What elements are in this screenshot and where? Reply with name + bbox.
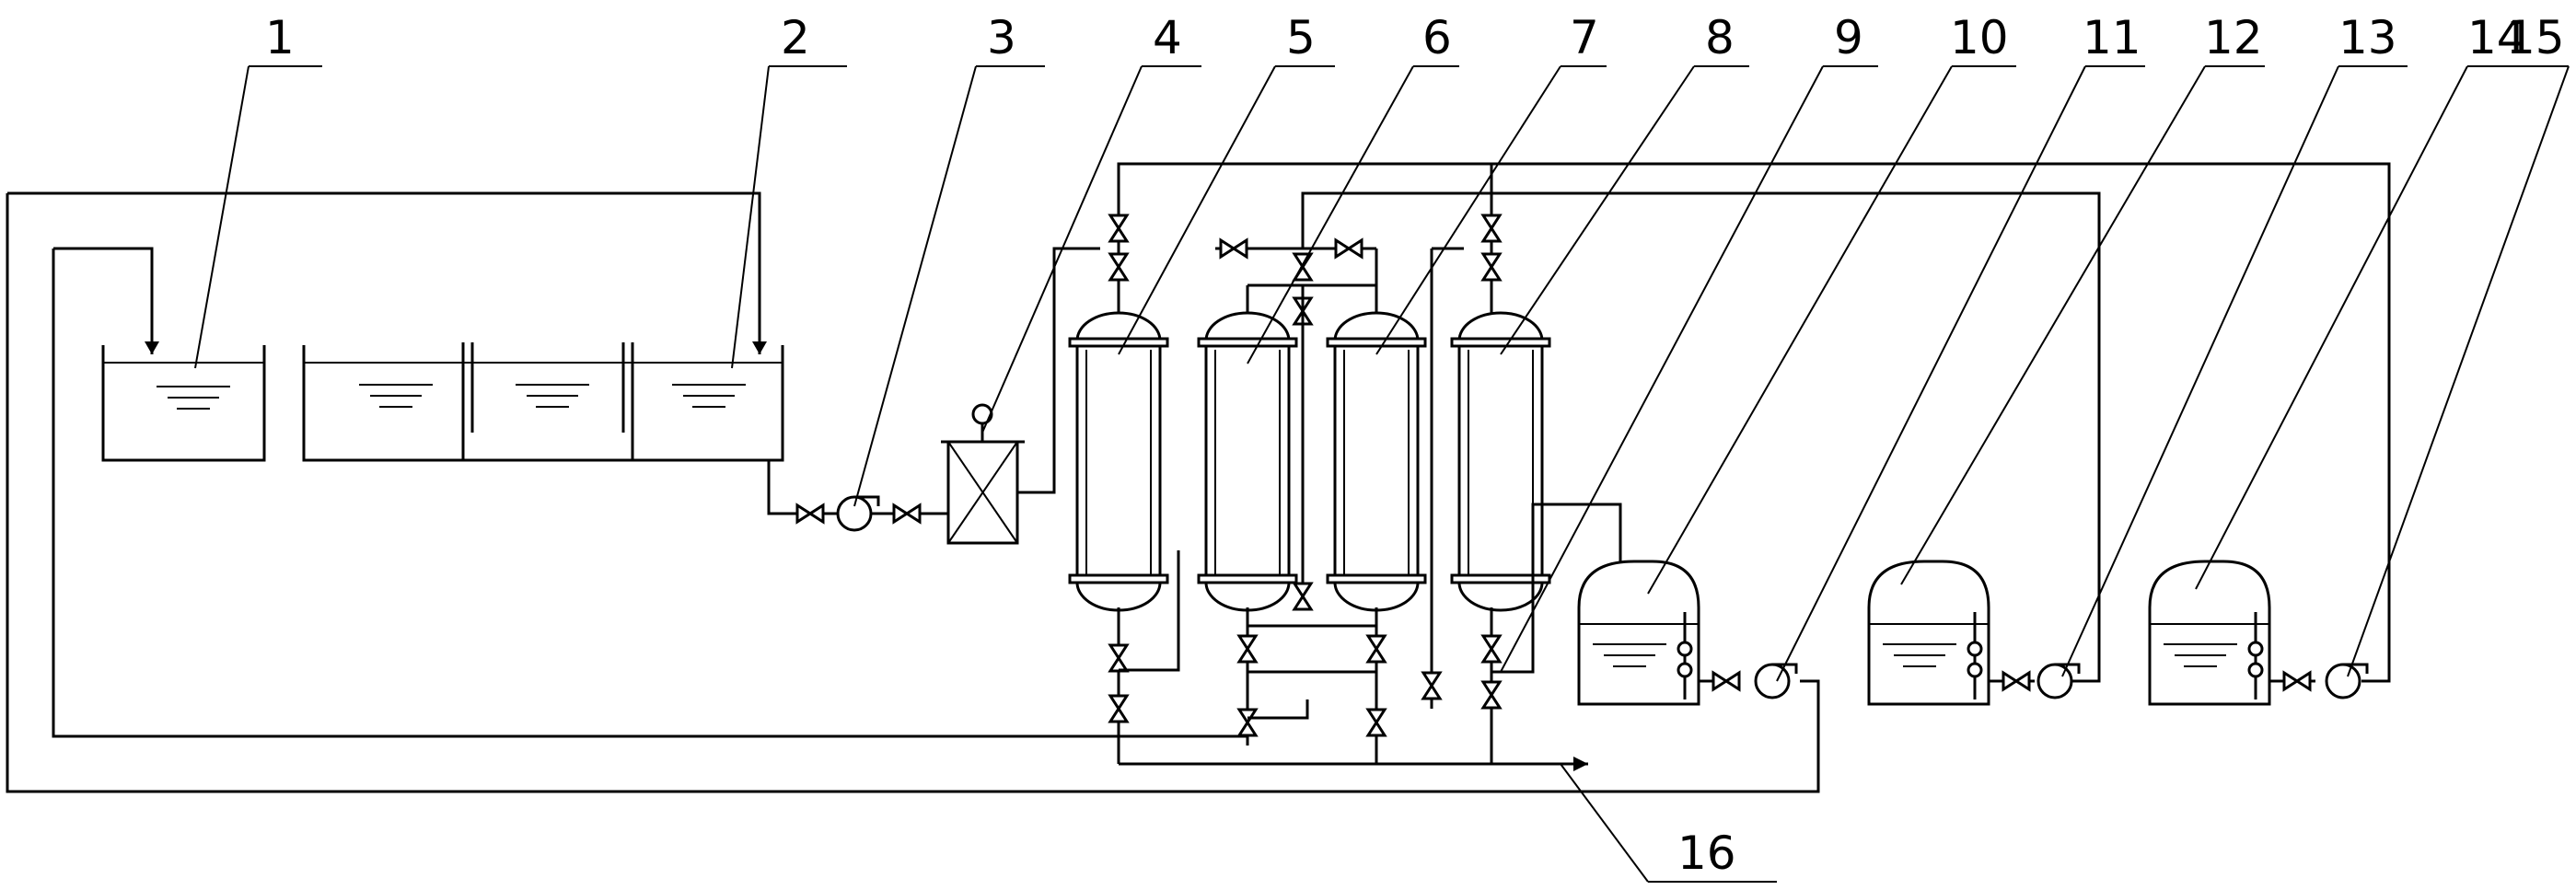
feed-pump-line (767, 460, 948, 532)
column-5 (1068, 311, 1169, 612)
tank-1 (101, 345, 266, 462)
label-12: 12 (2204, 11, 2263, 64)
label-7: 7 (1570, 11, 1599, 64)
tank-2 (302, 342, 784, 462)
number-labels: 1 2 3 4 5 6 7 8 9 10 11 12 13 14 15 16 (265, 11, 2565, 880)
column-7 (1326, 311, 1427, 612)
column-6 (1197, 311, 1298, 612)
pump-3 (836, 495, 880, 532)
column-piping (6, 162, 2391, 793)
tank-14 (2148, 560, 2369, 706)
label-6: 6 (1422, 11, 1452, 64)
pump-15 (2325, 663, 2369, 699)
filter-4 (941, 247, 1100, 545)
label-8: 8 (1705, 11, 1735, 64)
pump-11 (1754, 663, 1798, 699)
label-9: 9 (1834, 11, 1863, 64)
tank-12 (1867, 560, 2081, 706)
label-3: 3 (987, 11, 1016, 64)
label-11: 11 (2083, 11, 2141, 64)
column-8 (1450, 311, 1551, 612)
label-10: 10 (1950, 11, 2009, 64)
label-14: 14 (2467, 11, 2526, 64)
label-4: 4 (1153, 11, 1182, 64)
label-15: 15 (2506, 11, 2565, 64)
pump-13 (2036, 663, 2081, 699)
label-13: 13 (2338, 11, 2397, 64)
label-1: 1 (265, 11, 295, 64)
label-2: 2 (781, 11, 810, 64)
label-16: 16 (1677, 826, 1736, 880)
leader-lines (194, 65, 2570, 883)
feed-lines (7, 191, 767, 354)
tank-10 (1577, 560, 1798, 706)
label-5: 5 (1286, 11, 1316, 64)
